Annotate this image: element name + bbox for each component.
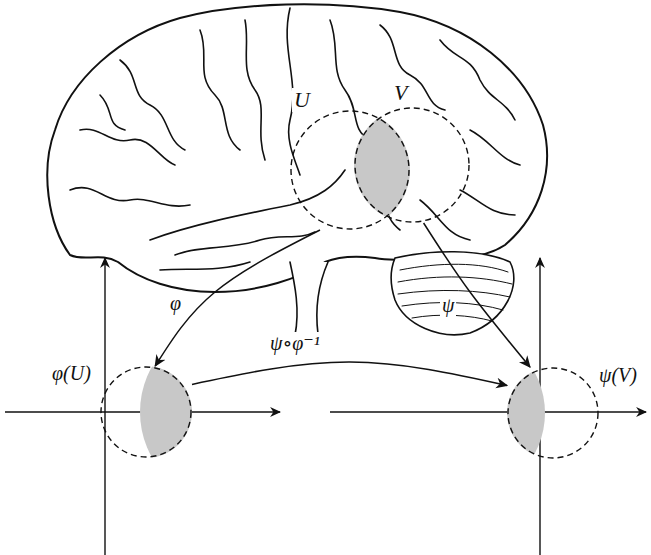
gyrus-line — [460, 190, 515, 215]
chart-outline — [100, 366, 192, 458]
chart-circle — [101, 367, 191, 457]
overlap-region — [354, 107, 470, 223]
map-arrow — [192, 362, 507, 385]
brainstem — [290, 262, 328, 337]
brain-drawing — [47, 4, 547, 337]
gyrus-line — [470, 130, 520, 165]
coordinate-axes — [5, 258, 646, 555]
brain-outline — [47, 4, 547, 292]
gyrus-line — [100, 95, 125, 130]
gyrus-line — [120, 60, 185, 150]
chart-region: ψ(V) — [507, 367, 599, 459]
chart-label: φ(U) — [50, 362, 93, 384]
map-arrow — [424, 223, 530, 367]
chart-label: ψ(V) — [597, 364, 639, 386]
gyrus-line — [80, 129, 175, 165]
gyrus-line — [330, 20, 370, 140]
chart-outline — [507, 367, 599, 459]
gyrus-line — [380, 25, 445, 110]
y-axis — [104, 258, 105, 555]
chart-label: U — [292, 88, 312, 112]
map-label: ψ — [440, 294, 456, 316]
chart-region: U — [290, 110, 410, 230]
cerebellum-fold — [412, 315, 492, 321]
cerebellum-fold — [398, 277, 512, 284]
chart-circle — [291, 111, 409, 229]
chart-circle — [355, 108, 469, 222]
chart-outline — [354, 107, 470, 223]
lateral-sulcus — [150, 170, 345, 240]
chart-label: V — [392, 81, 409, 105]
chart-circle — [508, 368, 598, 458]
gyrus-line — [245, 20, 265, 160]
gyrus-line — [160, 262, 250, 270]
gyrus-line — [440, 40, 515, 120]
chart-region: φ(U) — [100, 366, 192, 458]
map-label: ψ∘φ⁻¹ — [268, 332, 322, 354]
chart-region: V — [354, 107, 470, 223]
chart-outline — [290, 110, 410, 230]
gyrus-line — [200, 30, 240, 150]
gyrus-line — [70, 188, 190, 206]
map-label: φ — [168, 292, 183, 314]
cerebellum — [391, 252, 514, 335]
